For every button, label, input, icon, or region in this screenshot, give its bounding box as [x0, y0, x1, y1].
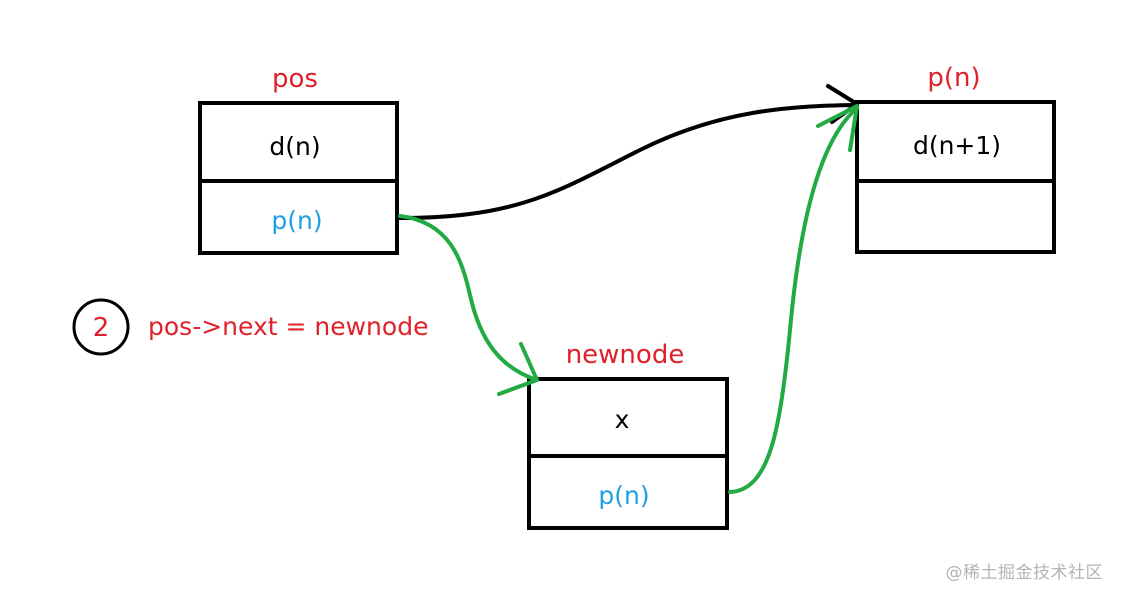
node-newnode-box — [527, 377, 729, 530]
step-number: 2 — [93, 313, 110, 343]
node-next-label: p(n) — [927, 63, 980, 93]
node-next-box — [855, 100, 1056, 254]
node-pos-data: d(n) — [269, 132, 320, 161]
node-pos-pointer: p(n) — [271, 206, 322, 235]
arrow-pos-to-next — [398, 84, 859, 220]
node-next-data: d(n+1) — [913, 131, 1001, 160]
arrow-pos-to-newnode — [398, 214, 539, 396]
arrow-newnode-to-next — [728, 104, 859, 494]
node-newnode-pointer: p(n) — [598, 481, 649, 510]
node-pos-label: pos — [272, 64, 318, 94]
node-pos-box — [198, 101, 399, 255]
step-text: pos->next = newnode — [148, 312, 428, 341]
node-newnode: newnode x p(n) — [527, 340, 729, 530]
step-annotation: 2 pos->next = newnode — [72, 298, 428, 356]
node-next: p(n) d(n+1) — [855, 63, 1056, 254]
step-number-circle — [72, 298, 130, 356]
watermark: @稀土掘金技术社区 — [945, 563, 1103, 583]
node-newnode-label: newnode — [566, 340, 685, 370]
node-newnode-data: x — [615, 405, 630, 434]
node-pos: pos d(n) p(n) — [198, 64, 399, 255]
